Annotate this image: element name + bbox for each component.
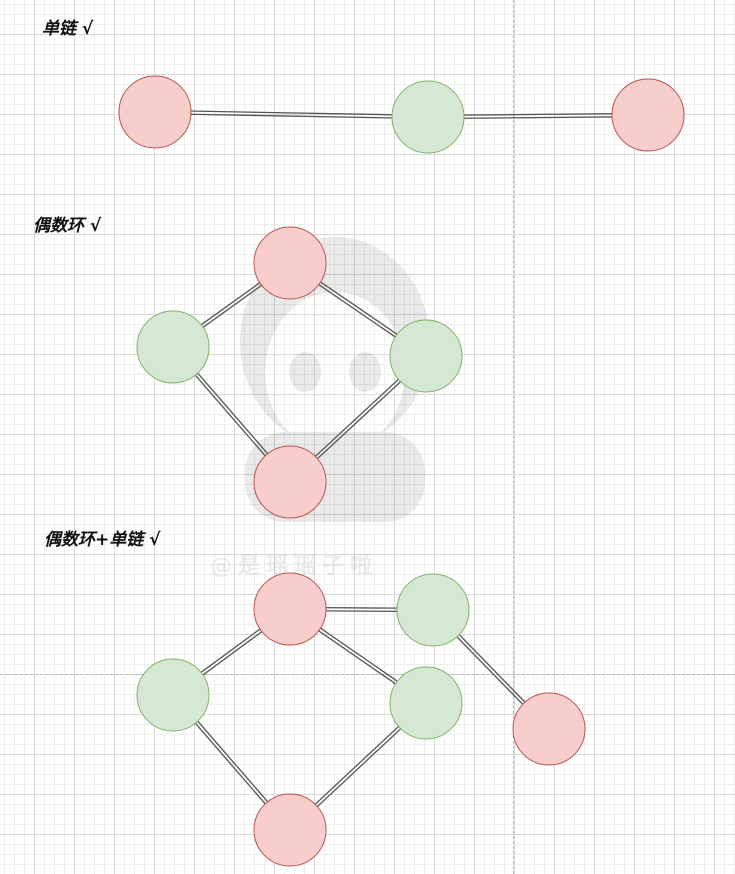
vertical-guide-line [513,0,514,874]
edge-a2-a3 [427,112,649,120]
node-red-b1 [253,226,327,300]
node-green-c3 [136,658,210,732]
node-red-a3 [611,78,685,152]
node-green-c2 [396,573,470,647]
node-red-c1 [253,572,327,646]
node-red-b4 [253,445,327,519]
node-green-b3 [389,319,463,393]
edge-a1-a2 [154,109,429,120]
node-red-a1 [118,75,192,149]
horizontal-guide-line [0,674,735,675]
label-even-cycle: 偶数环 √ [33,216,102,236]
edge-stroke [154,112,428,120]
nodes [118,75,685,867]
node-red-c5 [512,692,586,766]
label-even-cycle-plus-chain: 偶数环+单链 √ [44,530,161,550]
node-red-c6 [253,793,327,867]
edge-stroke [428,115,649,120]
label-single-chain: 单链 √ [42,19,94,39]
node-green-b2 [136,310,210,384]
node-green-a2 [391,80,465,154]
edge-stroke [155,109,429,117]
node-green-c4 [389,666,463,740]
edge-stroke [427,112,648,117]
